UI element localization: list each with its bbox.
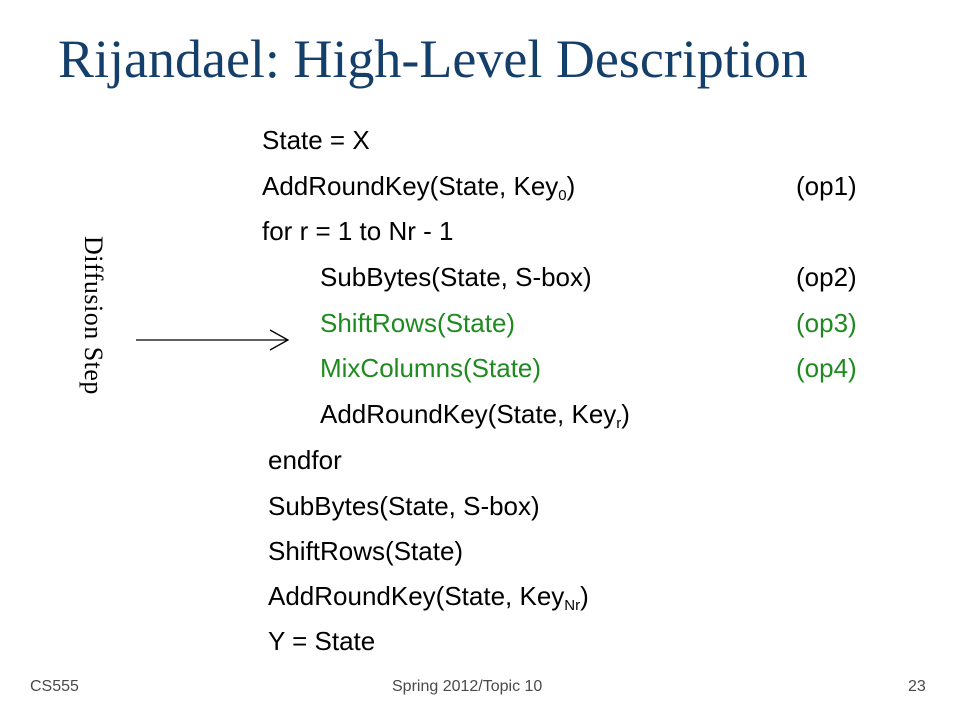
op-tag-op3: (op3) [796, 308, 857, 338]
code-shiftrows: ShiftRows(State) [320, 308, 516, 338]
code-endfor: endfor [268, 445, 342, 475]
arrow-icon [136, 329, 290, 351]
footer-course: CS555 [30, 678, 79, 695]
subscript: r [616, 415, 622, 432]
code-addroundkey-0: AddRoundKey(State, Key0) [262, 170, 576, 204]
code-final-addroundkey: AddRoundKey(State, KeyNr) [268, 580, 589, 614]
code-text: AddRoundKey(State, Key [268, 581, 565, 611]
code-output: Y = State [268, 626, 376, 656]
op-tag-op4: (op4) [796, 353, 857, 383]
op-tag-op1: (op1) [796, 171, 857, 201]
slide-title: Rijandael: High-Level Description [58, 29, 808, 89]
code-final-subbytes: SubBytes(State, S-box) [268, 491, 540, 521]
op-tag-op2: (op2) [796, 262, 857, 292]
subscript: 0 [558, 187, 567, 204]
code-close-paren: ) [621, 399, 630, 429]
code-addroundkey-r: AddRoundKey(State, Keyr) [320, 398, 630, 432]
code-text: AddRoundKey(State, Key [262, 171, 559, 201]
code-text: AddRoundKey(State, Key [320, 399, 617, 429]
code-mixcolumns: MixColumns(State) [320, 353, 542, 383]
code-close-paren: ) [566, 171, 576, 201]
code-for-loop: for r = 1 to Nr - 1 [262, 216, 454, 246]
code-final-shiftrows: ShiftRows(State) [268, 536, 464, 566]
code-subbytes: SubBytes(State, S-box) [320, 262, 592, 292]
code-close-paren: ) [580, 581, 589, 611]
code-state-init: State = X [262, 125, 370, 155]
footer-page-number: 23 [908, 678, 926, 695]
footer-term: Spring 2012/Topic 10 [392, 678, 543, 695]
diffusion-step-label: Diffusion Step [79, 236, 108, 395]
subscript: Nr [564, 597, 581, 614]
